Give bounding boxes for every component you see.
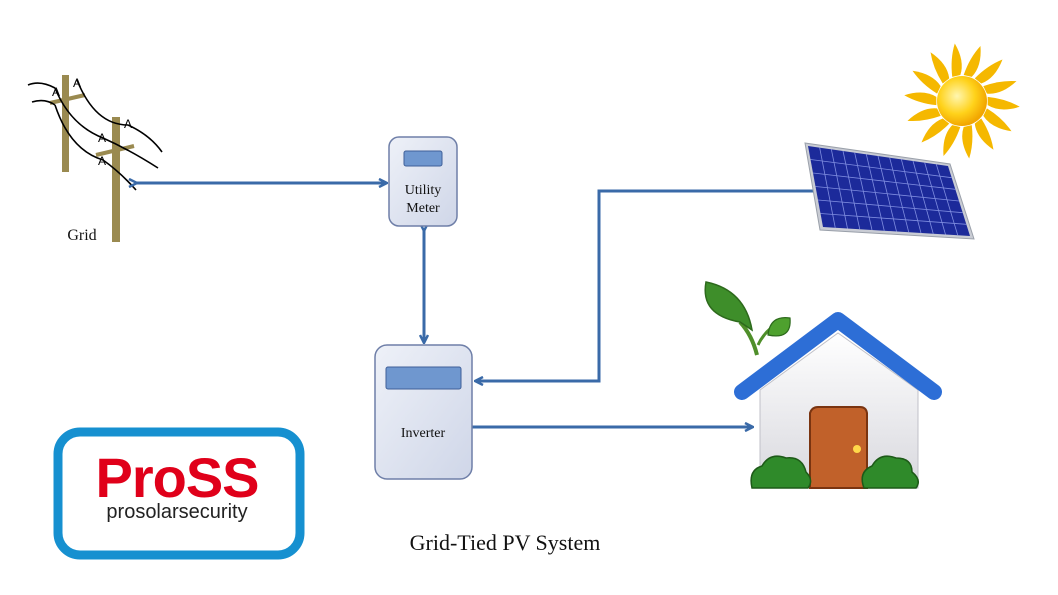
sun-ray (943, 125, 961, 156)
utility-meter-label-line1: Utility (404, 183, 442, 198)
svg-text:A: A (98, 154, 106, 168)
sun-ray (963, 46, 981, 77)
panel-cell-line (810, 159, 952, 179)
pross-logo (53, 427, 305, 560)
panel-cell-line (815, 186, 960, 202)
sun-ray (962, 125, 973, 159)
inverter-box (374, 344, 473, 480)
solar-panel-icon (804, 142, 975, 240)
sun-ray (912, 70, 941, 94)
sun-icon (904, 43, 1020, 159)
diagram-title: Grid-Tied PV System (409, 530, 601, 555)
sun-ray (930, 52, 950, 84)
logo-brand-text: ProSS (95, 446, 259, 509)
sun-ray (904, 92, 937, 106)
sun-ray (987, 96, 1020, 110)
utility-meter-box (388, 136, 458, 227)
utility-meter-label-line2: Meter (406, 201, 440, 216)
sun-ray (921, 118, 950, 143)
sun-ray (974, 118, 994, 150)
inverter-label: Inverter (400, 426, 446, 441)
grid-poles-icon: A A A A A (27, 75, 163, 242)
sun-ray (951, 43, 962, 77)
sun-ray (983, 108, 1012, 132)
svg-text:A: A (124, 117, 132, 131)
arrow-panel-inverter (476, 189, 820, 381)
svg-text:A: A (73, 76, 81, 90)
house-icon (704, 281, 942, 489)
logo-tagline: prosolarsecurity (106, 501, 248, 523)
grid-label: Grid (67, 227, 97, 244)
sun-ray (907, 108, 941, 122)
panel-cell-line (812, 172, 956, 190)
panel-cell-line (820, 213, 967, 225)
panel-cell-line (817, 199, 963, 214)
sun-ray (983, 80, 1017, 94)
utility-meter-label: Utility Meter (390, 182, 456, 218)
sun-ray (974, 59, 1003, 84)
